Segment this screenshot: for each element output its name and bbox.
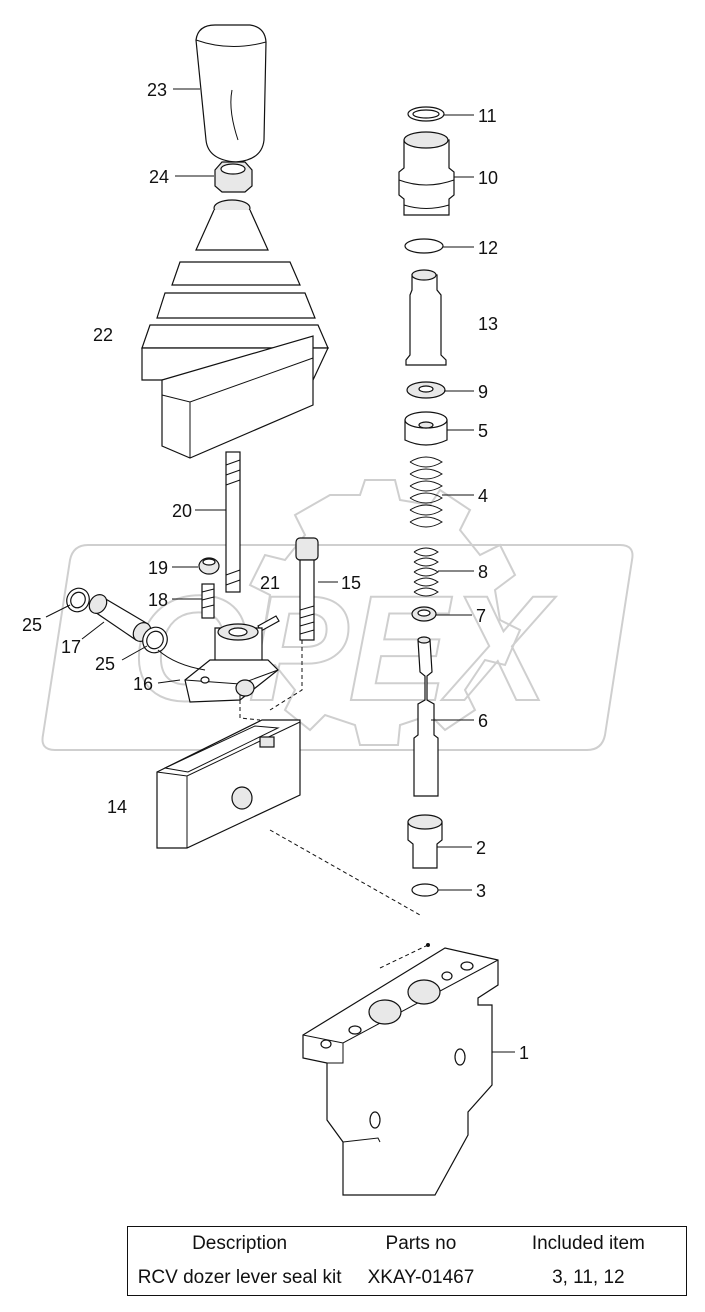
part-25-ring-a: [66, 587, 90, 613]
table-header-row: Description Parts no Included item: [128, 1227, 686, 1261]
callout-15: 15: [341, 573, 361, 593]
part-9-washer: [406, 381, 446, 399]
part-25-ring-b: [142, 626, 168, 654]
part-6-spool: [413, 636, 439, 797]
header-description: Description: [192, 1233, 288, 1254]
part-2-plug: [407, 814, 443, 869]
callout-20: 20: [172, 501, 192, 521]
callout-18: 18: [148, 590, 168, 610]
part-3-oring: [411, 883, 439, 897]
callout-10: 10: [478, 168, 498, 188]
callout-3: 3: [476, 881, 486, 901]
part-23-knob: [195, 24, 267, 163]
callout-2: 2: [476, 838, 486, 858]
part-10-bushing: [398, 131, 455, 216]
callout-23: 23: [147, 80, 167, 100]
part-4-spring: [409, 456, 443, 528]
callout-8: 8: [478, 562, 488, 582]
callout-25-b: 25: [95, 654, 115, 674]
part-19-nut: [198, 557, 220, 575]
callout-1: 1: [519, 1043, 529, 1063]
callout-9: 9: [478, 382, 488, 402]
header-included-item: Included item: [531, 1233, 645, 1254]
callout-11: 11: [478, 106, 497, 126]
cell-description: RCV dozer lever seal kit: [137, 1267, 342, 1288]
part-15-capscrew: [295, 537, 319, 641]
callout-13: 13: [478, 314, 498, 334]
callout-17: 17: [61, 637, 81, 657]
part-5-seat: [404, 411, 448, 446]
part-1-body: [302, 947, 499, 1196]
callout-leaders: [45, 88, 515, 1053]
cell-parts-no: XKAY-01467: [367, 1267, 475, 1288]
part-12-oring: [404, 238, 444, 254]
header-parts-no: Parts no: [385, 1233, 457, 1254]
callout-19: 19: [148, 558, 168, 578]
assembly-lines: [269, 829, 430, 969]
callout-7: 7: [476, 606, 486, 626]
callout-21: 21: [260, 573, 280, 593]
part-14-block: [156, 719, 301, 849]
callout-4: 4: [478, 486, 488, 506]
part-24-nut: [214, 161, 253, 193]
cell-included-item: 3, 11, 12: [552, 1267, 625, 1288]
callout-6: 6: [478, 711, 488, 731]
part-22-boot: [141, 199, 329, 459]
seal-kit-table: Description Parts no Included item RCV d…: [127, 1226, 687, 1296]
part-20-stud: [225, 451, 241, 593]
callout-12: 12: [478, 238, 498, 258]
callout-25-a: 25: [22, 615, 42, 635]
seal-kit-table-grid: Description Parts no Included item RCV d…: [128, 1227, 686, 1295]
callout-24: 24: [149, 167, 169, 187]
part-16-bracket: [184, 623, 303, 721]
part-11-ring: [407, 106, 445, 122]
callout-14: 14: [107, 797, 127, 817]
part-13-plunger: [405, 269, 447, 366]
table-row: RCV dozer lever seal kit XKAY-01467 3, 1…: [128, 1261, 686, 1295]
callouts: 23 24 22 20 19 21 15 25 18 17 25 16 14 1…: [22, 80, 529, 1063]
callout-16: 16: [133, 674, 153, 694]
part-8-spring: [413, 547, 439, 597]
part-7-washer: [411, 606, 437, 622]
callout-22: 22: [93, 325, 113, 345]
part-18-screw: [201, 583, 215, 619]
callout-5: 5: [478, 421, 488, 441]
